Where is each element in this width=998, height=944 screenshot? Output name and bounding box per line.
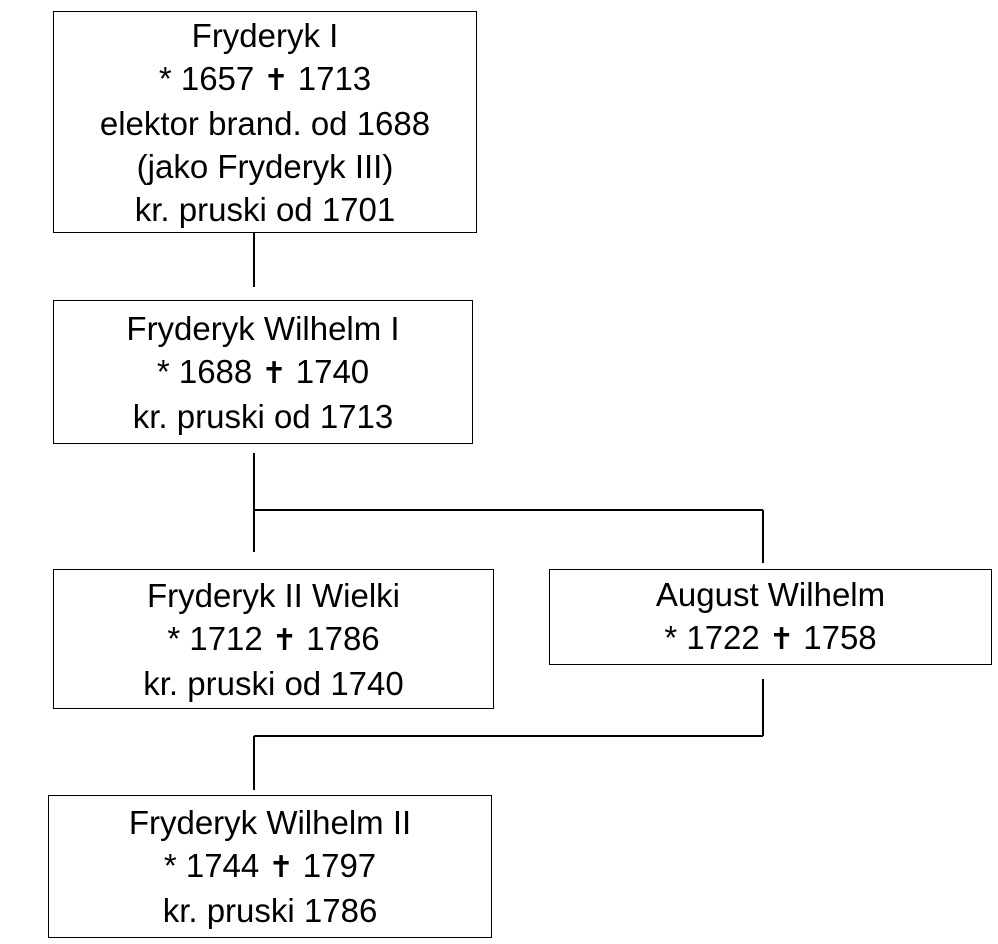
death-cross-icon: ✝ <box>768 622 795 657</box>
death-year: 1758 <box>803 619 877 656</box>
birth-year: 1744 <box>185 847 260 884</box>
birth-symbol: * <box>167 619 181 657</box>
birth-year: 1722 <box>686 619 760 656</box>
person-note: kr. pruski od 1740 <box>143 664 404 702</box>
death-year: 1797 <box>302 847 377 884</box>
person-lifespan: * 1744 ✝ 1797 <box>164 844 376 889</box>
person-box-fryderyk-wilhelm-ii: Fryderyk Wilhelm II * 1744 ✝ 1797 kr. pr… <box>48 795 492 938</box>
death-year: 1713 <box>297 59 372 97</box>
birth-symbol: * <box>156 352 170 390</box>
birth-year: 1657 <box>180 59 255 97</box>
person-box-fryderyk-ii-wielki: Fryderyk II Wielki * 1712 ✝ 1786 kr. pru… <box>53 569 494 709</box>
person-note: kr. pruski od 1701 <box>134 190 396 228</box>
person-lifespan: * 1712 ✝ 1786 <box>167 617 379 662</box>
person-note: kr. pruski od 1713 <box>132 397 394 435</box>
person-name: Fryderyk II Wielki <box>146 576 400 614</box>
person-box-august-wilhelm: August Wilhelm * 1722 ✝ 1758 <box>549 569 992 665</box>
person-name: Fryderyk I <box>191 16 339 54</box>
person-lifespan: * 1688 ✝ 1740 <box>157 350 369 395</box>
death-cross-icon: ✝ <box>261 355 287 391</box>
person-name: August Wilhelm <box>655 576 886 613</box>
person-note: kr. pruski 1786 <box>162 892 378 929</box>
person-lifespan: * 1722 ✝ 1758 <box>664 616 876 661</box>
person-box-fryderyk-i: Fryderyk I * 1657 ✝ 1713 elektor brand. … <box>53 11 477 233</box>
birth-year: 1712 <box>189 619 263 657</box>
person-note: elektor brand. od 1688 <box>99 104 431 142</box>
person-box-fryderyk-wilhelm-i: Fryderyk Wilhelm I * 1688 ✝ 1740 kr. pru… <box>53 300 473 444</box>
death-cross-icon: ✝ <box>271 622 298 658</box>
birth-symbol: * <box>163 847 177 884</box>
death-year: 1786 <box>306 619 380 657</box>
person-name: Fryderyk Wilhelm I <box>126 309 400 347</box>
birth-symbol: * <box>158 59 172 97</box>
birth-symbol: * <box>664 619 678 656</box>
person-name: Fryderyk Wilhelm II <box>128 804 412 841</box>
person-note: (jako Fryderyk III) <box>136 147 394 185</box>
death-cross-icon: ✝ <box>268 850 294 885</box>
death-year: 1740 <box>295 352 370 390</box>
birth-year: 1688 <box>178 352 253 390</box>
person-lifespan: * 1657 ✝ 1713 <box>159 57 371 102</box>
death-cross-icon: ✝ <box>263 62 289 98</box>
